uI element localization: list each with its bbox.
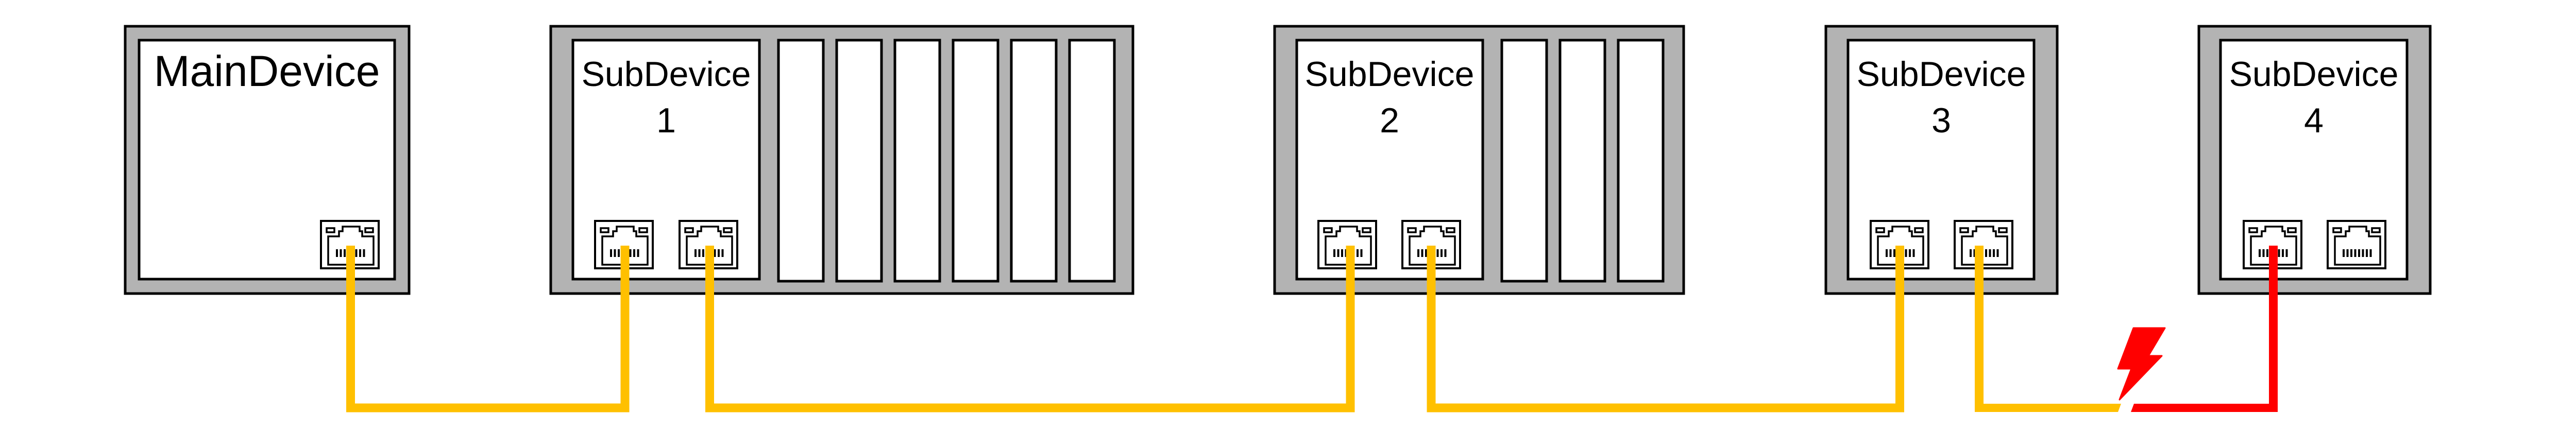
device-number: 4 [2304, 101, 2324, 140]
ethernet-port-icon[interactable] [2327, 220, 2386, 269]
expansion-slot [835, 39, 883, 283]
device-number: 2 [1380, 101, 1399, 140]
expansion-slot [1617, 39, 1665, 283]
expansion-slot [777, 39, 825, 283]
expansion-slot [952, 39, 999, 283]
cable-sub2-to-sub3[interactable] [1427, 246, 1904, 412]
device-sub4: SubDevice 4 [2197, 25, 2432, 295]
device-sub2: SubDevice 2 [1273, 25, 1685, 295]
cables [346, 246, 2278, 412]
device-sub3: SubDevice 3 [1824, 25, 2059, 295]
device-label: MainDevice [154, 47, 380, 95]
expansion-slot [893, 39, 941, 283]
device-number: 3 [1931, 101, 1951, 140]
lightning-bolt-icon [2117, 327, 2166, 401]
device-label: SubDevice [2229, 55, 2399, 94]
cable-main-to-sub1[interactable] [346, 246, 630, 412]
expansion-slot [1010, 39, 1058, 283]
cable-sub1-to-sub2[interactable] [705, 246, 1355, 412]
device-number: 1 [656, 101, 676, 140]
expansion-slot [1068, 39, 1116, 283]
device-label: SubDevice [1305, 55, 1475, 94]
device-label: SubDevice [1857, 55, 2026, 94]
device-sub1: SubDevice 1 [549, 25, 1134, 295]
expansion-slot [1558, 39, 1606, 283]
expansion-slot [1500, 39, 1548, 283]
device-label: SubDevice [582, 55, 751, 94]
device-main: MainDevice [124, 25, 411, 295]
